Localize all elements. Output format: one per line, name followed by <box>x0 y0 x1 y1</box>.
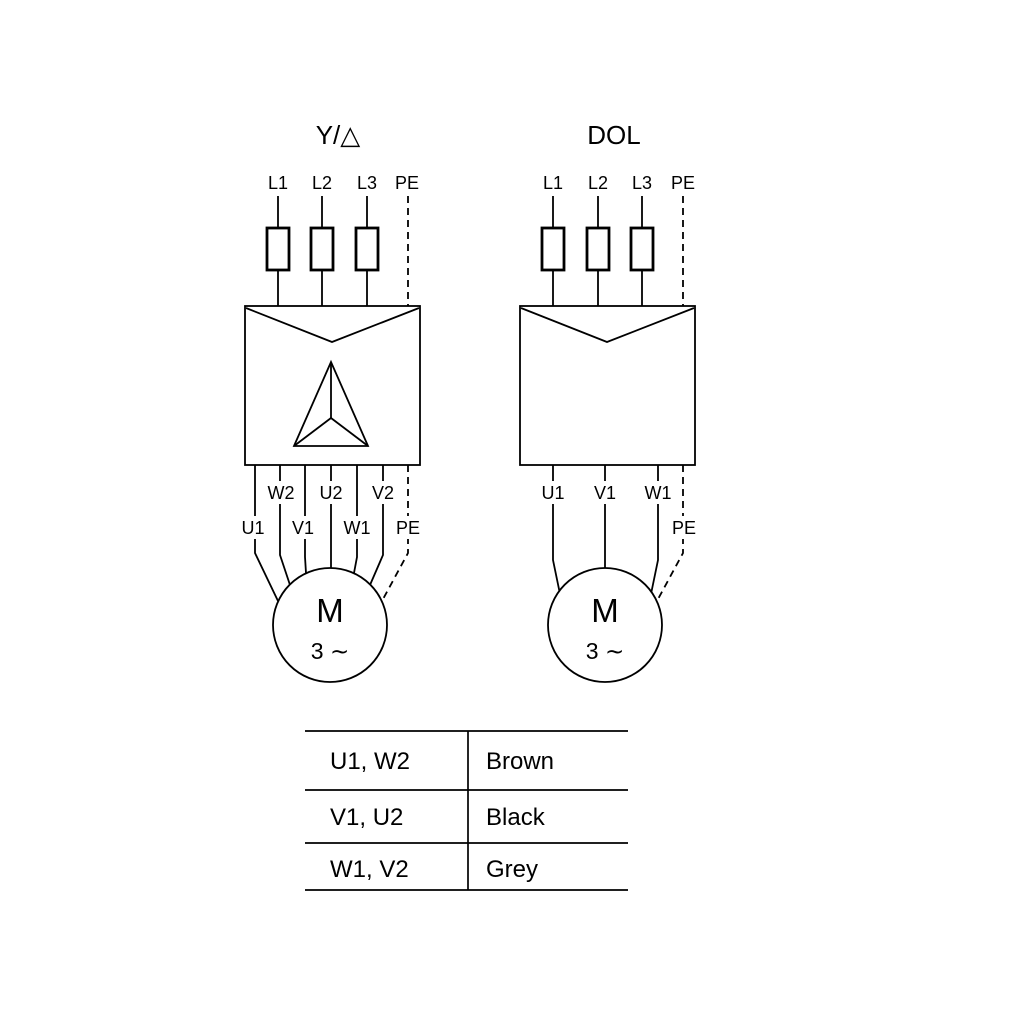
dol-label-mask-w1 <box>640 481 676 504</box>
table-terminals-1: V1, U2 <box>330 804 403 831</box>
sd-label-mask-u2 <box>313 481 349 504</box>
dol-label-mask-u1 <box>535 481 571 504</box>
table-row: U1, W2 Brown <box>330 748 554 775</box>
delta-inner-line-2 <box>293 417 332 447</box>
star-delta-diagram: Y/△ L1 L2 L3 PE <box>235 120 426 683</box>
sd-supply-label-l2: L2 <box>312 173 332 193</box>
sd-supply-label-pe: PE <box>395 173 419 193</box>
dol-starter-box <box>519 305 696 466</box>
dol-contactor-v-symbol <box>520 307 695 343</box>
dol-lead-label-pe: PE <box>672 518 696 538</box>
sd-fuse-l2 <box>309 226 335 272</box>
table-terminals-0: U1, W2 <box>330 748 410 775</box>
sd-motor-phase-label: 3 ∼ <box>311 638 349 664</box>
star-delta-title: Y/△ <box>316 120 361 150</box>
dol-lead-label-u1: U1 <box>541 483 564 503</box>
sd-supply-label-l3: L3 <box>357 173 377 193</box>
sd-motor-circle <box>272 567 388 683</box>
dol-motor-circle <box>547 567 663 683</box>
dol-supply-label-l3: L3 <box>632 173 652 193</box>
sd-label-mask-pe <box>390 516 426 539</box>
sd-lead-label-w1: W1 <box>344 518 371 538</box>
sd-lead-v1 <box>304 465 307 574</box>
sd-motor-label: M <box>316 592 344 629</box>
sd-lead-label-v2: V2 <box>372 483 394 503</box>
sd-fuse-l1 <box>265 226 291 272</box>
delta-inner-line-3 <box>330 417 369 447</box>
dol-supply-wires <box>540 196 684 306</box>
sd-lead-label-u2: U2 <box>319 483 342 503</box>
sd-lead-label-pe: PE <box>396 518 420 538</box>
dol-motor-phase-label: 3 ∼ <box>586 638 624 664</box>
dol-supply-label-pe: PE <box>671 173 695 193</box>
sd-lead-u1 <box>254 465 279 602</box>
dol-lead-label-v1: V1 <box>594 483 616 503</box>
sd-label-mask-v2 <box>365 481 401 504</box>
dol-label-mask-v1 <box>587 481 623 504</box>
sd-label-mask-w2 <box>263 481 299 504</box>
dol-fuse-l3 <box>629 226 655 272</box>
table-color-1: Black <box>486 804 546 831</box>
dol-lead-label-w1: W1 <box>645 483 672 503</box>
dol-supply-label-l2: L2 <box>588 173 608 193</box>
sd-supply-wires <box>265 196 409 306</box>
sd-contactor-v-symbol <box>245 307 420 343</box>
dol-fuse-l2 <box>585 226 611 272</box>
dol-fuse-l1 <box>540 226 566 272</box>
table-color-2: Grey <box>486 856 538 883</box>
sd-lead-pe <box>381 465 409 602</box>
sd-delta-winding-symbol <box>292 359 370 447</box>
sd-lead-label-v1: V1 <box>292 518 314 538</box>
dol-title: DOL <box>587 120 640 150</box>
dol-supply-label-l1: L1 <box>543 173 563 193</box>
sd-label-mask-u1 <box>235 516 271 539</box>
table-terminals-2: W1, V2 <box>330 856 409 883</box>
sd-label-mask-v1 <box>285 516 321 539</box>
table-row: V1, U2 Black <box>330 804 546 831</box>
sd-fuse-l3 <box>354 226 380 272</box>
table-color-0: Brown <box>486 748 554 775</box>
sd-lead-w1 <box>353 465 358 574</box>
sd-label-mask-w1 <box>339 516 375 539</box>
dol-motor-label: M <box>591 592 619 629</box>
table-row: W1, V2 Grey <box>330 856 538 883</box>
sd-lead-label-u1: U1 <box>241 518 264 538</box>
delta-triangle <box>292 359 370 447</box>
dol-lead-pe <box>656 465 684 602</box>
dol-diagram: DOL L1 L2 L3 PE <box>519 120 702 683</box>
sd-supply-label-l1: L1 <box>268 173 288 193</box>
sd-lead-label-w2: W2 <box>268 483 295 503</box>
sd-starter-box <box>244 305 421 466</box>
dol-label-mask-pe <box>666 516 702 539</box>
wire-color-table: U1, W2 Brown V1, U2 Black W1, V2 Grey <box>305 730 628 891</box>
